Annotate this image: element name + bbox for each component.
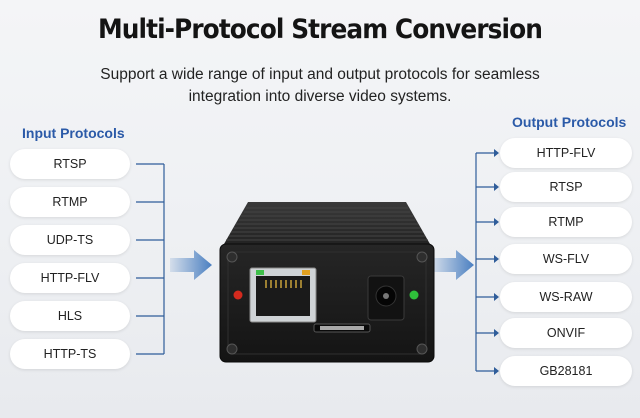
status-led-green-icon <box>409 290 419 300</box>
stream-converter-device <box>219 202 435 363</box>
output-arrowhead-7 <box>494 367 499 375</box>
output-protocol-rtsp: RTSP <box>500 172 632 202</box>
screw-icon <box>226 343 238 355</box>
page-subtitle: Support a wide range of input and output… <box>100 66 540 105</box>
input-protocols-heading: Input Protocols <box>22 125 125 141</box>
power-led-red-icon <box>233 290 243 300</box>
device-front-bezel <box>227 251 427 355</box>
output-arrowhead-6 <box>494 329 499 337</box>
input-protocol-http-flv: HTTP-FLV <box>10 263 130 293</box>
output-arrowhead-3 <box>494 218 499 226</box>
screw-icon <box>416 251 428 263</box>
output-arrowhead-4 <box>494 255 499 263</box>
output-flow-arrow-icon <box>432 250 474 280</box>
output-protocol-http-flv: HTTP-FLV <box>500 138 632 168</box>
output-protocol-gb28181: GB28181 <box>500 356 632 386</box>
output-arrowhead-5 <box>494 293 499 301</box>
output-protocol-ws-flv: WS-FLV <box>500 244 632 274</box>
input-protocol-rtmp: RTMP <box>10 187 130 217</box>
output-arrowhead-2 <box>494 183 499 191</box>
output-protocol-ws-raw: WS-RAW <box>500 282 632 312</box>
screw-icon <box>226 251 238 263</box>
device-heat-fins <box>226 207 428 241</box>
input-protocol-udp-ts: UDP-TS <box>10 225 130 255</box>
screw-icon <box>416 343 428 355</box>
input-flow-arrow-icon <box>170 250 212 280</box>
input-protocol-http-ts: HTTP-TS <box>10 339 130 369</box>
output-protocol-onvif: ONVIF <box>500 318 632 348</box>
output-protocols-heading: Output Protocols <box>512 114 627 130</box>
input-protocol-rtsp: RTSP <box>10 149 130 179</box>
output-arrowhead-1 <box>494 149 499 157</box>
page-title: Multi-Protocol Stream Conversion <box>97 14 543 45</box>
output-protocol-rtmp: RTMP <box>500 207 632 237</box>
input-protocol-hls: HLS <box>10 301 130 331</box>
